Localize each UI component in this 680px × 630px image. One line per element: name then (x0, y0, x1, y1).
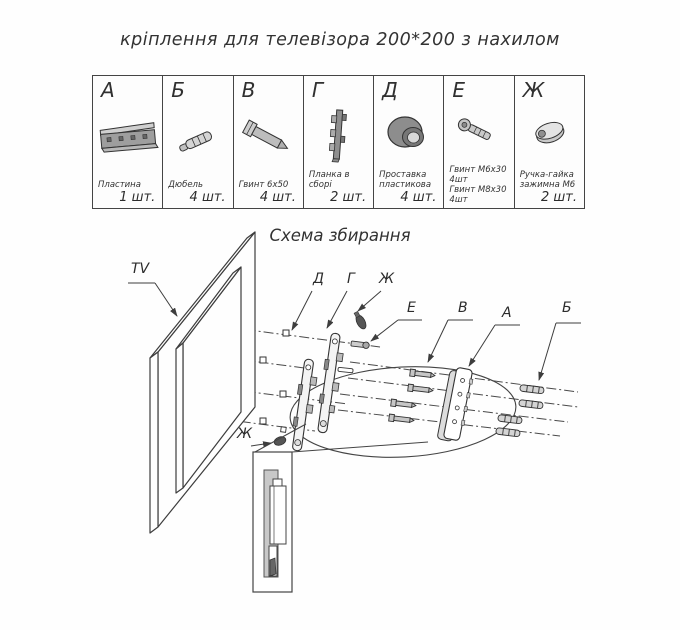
part-qty: 4 шт. (400, 190, 437, 205)
bracket-bar-front (292, 358, 318, 452)
part-qty: 1 шт. (119, 190, 156, 205)
dowel-icon (163, 100, 232, 180)
part-letter: Б (171, 78, 186, 102)
clamp-handle-top (353, 310, 367, 330)
detail-ellipse (289, 366, 517, 458)
wall-bolts (388, 368, 436, 424)
clamp-handle-bottom (273, 426, 287, 446)
part-caption: Гвинт 6х50 4 шт. (234, 180, 303, 208)
part-letter: А (101, 78, 115, 102)
part-caption: Планка в сборі 2 шт. (304, 170, 373, 208)
part-name: Пластина (98, 180, 141, 190)
callout-label-screw: Е (407, 300, 416, 316)
part-name-2: зажимна М6 (519, 180, 576, 190)
part-qty: 4 шт. (189, 190, 226, 205)
part-caption: Ручка-гайка зажимна М6 2 шт. (515, 170, 584, 208)
part-caption: Проставка пластикова 4 шт. (374, 170, 443, 208)
callout-label-bracket-bar: Г (347, 271, 355, 287)
parts-table-cell-screw: Е Гвинт М6х30 4шт Гвинт М8х30 4шт (444, 76, 515, 208)
part-name: Ручка-гайка (519, 170, 574, 180)
screw-icon (444, 100, 513, 165)
page-title: кріплення для телевізора 200*200 з нахил… (120, 30, 560, 50)
bolt-icon (234, 100, 303, 180)
screw-e (350, 340, 370, 349)
part-letter: Г (311, 78, 323, 102)
handle-nut-icon (515, 100, 584, 170)
spacer-icon (374, 100, 443, 170)
callout-label-bolt: В (458, 300, 468, 316)
part-caption: Гвинт М6х30 4шт Гвинт М8х30 4шт (444, 165, 513, 208)
callout-label-handle-top: Ж (379, 271, 395, 287)
plate-icon (93, 100, 162, 180)
part-qty: 4 шт. (259, 190, 296, 205)
leader-lines (128, 282, 581, 448)
part-name: Гвинт 6х50 (238, 180, 289, 190)
parts-table-cell-handle-nut: Ж Ручка-гайка зажимна М6 2 шт. (515, 76, 584, 208)
part-qty: 2 шт. (540, 190, 577, 205)
part-name-2: пластикова (379, 180, 432, 190)
bracket-bar-rear (317, 332, 344, 434)
parts-table-cell-bracket-bar: Г Планка в сборі 2 шт. (304, 76, 375, 208)
callout-label-handle-bottom: Ж (237, 426, 253, 442)
tv-panel (149, 231, 256, 534)
part-letter: Ж (522, 78, 545, 102)
bracket-bar-icon (304, 100, 373, 170)
part-name: Дюбель (168, 180, 203, 190)
part-name-2: Гвинт М8х30 4шт (449, 185, 507, 205)
parts-table-cell-plate: А Пластина 1 шт. (93, 76, 164, 208)
part-name: Гвинт М6х30 4шт (449, 165, 507, 185)
callout-label-spacer: Д (313, 271, 324, 287)
detail-view-box (252, 423, 429, 593)
part-caption: Дюбель 4 шт. (163, 180, 232, 208)
wall-plate (437, 367, 474, 442)
vesa-spacers (259, 329, 290, 425)
parts-table-cell-spacer: Д Проставка пластикова 4 шт. (374, 76, 445, 208)
bracket-pin (337, 366, 354, 374)
callout-label-plate: А (502, 305, 512, 321)
parts-table: А Пластина 1 шт. (92, 75, 585, 209)
callout-label-dowel: Б (562, 300, 572, 316)
assembly-heading: Схема збирання (269, 226, 411, 245)
part-caption: Пластина 1 шт. (93, 180, 162, 208)
callout-label-tv: TV (131, 261, 150, 277)
part-letter: Д (382, 78, 398, 102)
part-letter: В (241, 78, 256, 102)
wall-dowels (495, 384, 545, 438)
parts-table-cell-bolt: В Гвинт 6х50 4 шт. (234, 76, 304, 208)
part-qty: 2 шт. (330, 190, 367, 205)
part-name: Проставка (379, 170, 427, 180)
parts-table-cell-dowel: Б Дюбель 4 шт. (163, 76, 234, 208)
part-letter: Е (452, 78, 466, 102)
part-name: Планка в сборі (308, 170, 350, 190)
